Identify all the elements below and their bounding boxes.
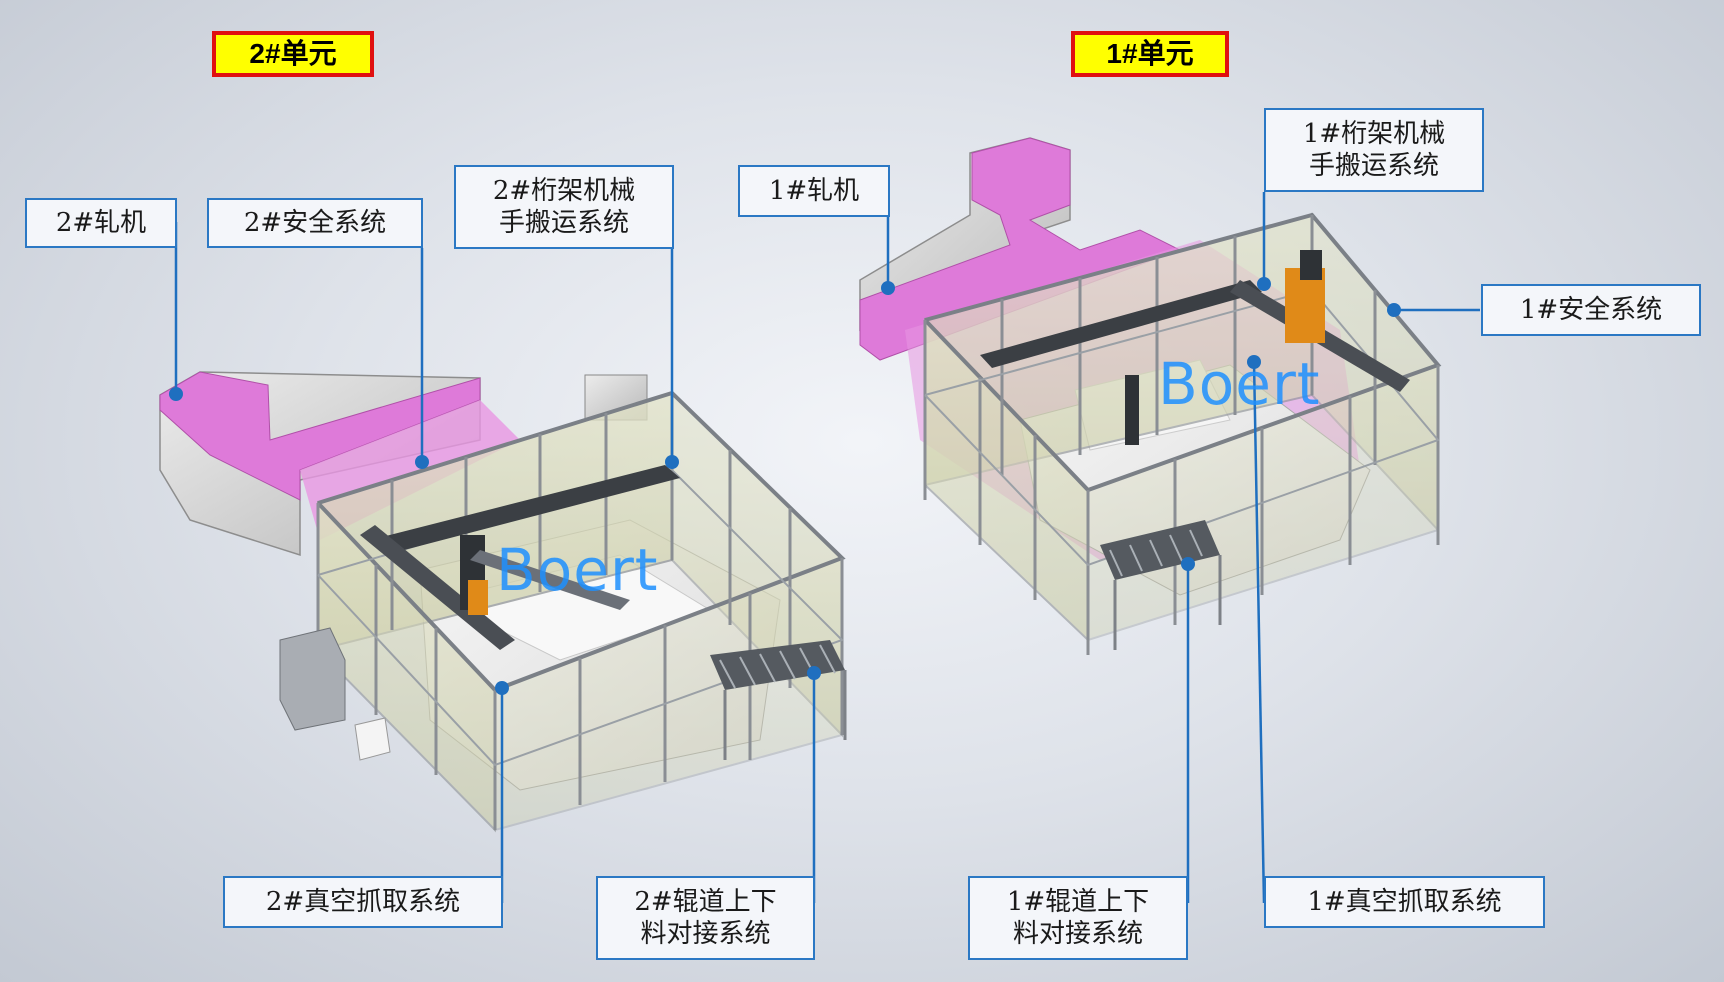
label-u1-safety-system-text: 1#安全系统 xyxy=(1519,295,1663,325)
label-u2-vacuum-pick-text: 2#真空抓取系统 xyxy=(265,887,461,917)
label-u2-roller-line1: 2#辊道上下 xyxy=(634,887,777,917)
label-u2-gantry-line2: 手搬运系统 xyxy=(498,208,629,238)
label-u1-rolling-mill-text: 1#轧机 xyxy=(768,176,860,206)
unit2-title: 2#单元 xyxy=(212,31,374,77)
unit1-gantry-robot xyxy=(980,250,1410,445)
label-u2-roller: 2#辊道上下 料对接系统 xyxy=(596,876,815,960)
unit2-gantry-robot xyxy=(360,465,680,650)
label-u1-rolling-mill: 1#轧机 xyxy=(738,165,890,217)
label-u2-gantry-line1: 2#桁架机械 xyxy=(492,176,636,206)
label-u2-safety-system-text: 2#安全系统 xyxy=(243,208,387,238)
label-u1-roller-line1: 1#辊道上下 xyxy=(1006,887,1150,917)
watermark-right: Boert xyxy=(1158,350,1321,418)
label-u2-safety-system: 2#安全系统 xyxy=(207,198,423,248)
leader-dots xyxy=(169,277,1401,695)
label-u1-gantry-line2: 手搬运系统 xyxy=(1308,151,1439,181)
label-u2-vacuum-pick: 2#真空抓取系统 xyxy=(223,876,503,928)
label-u2-rolling-mill: 2#轧机 xyxy=(25,198,177,248)
unit1-roller-table xyxy=(1100,520,1222,650)
label-u2-gantry: 2#桁架机械 手搬运系统 xyxy=(454,165,674,249)
label-u1-roller: 1#辊道上下 料对接系统 xyxy=(968,876,1188,960)
label-u1-safety-system: 1#安全系统 xyxy=(1481,284,1701,336)
unit2-roller-table xyxy=(710,640,847,760)
watermark-left: Boert xyxy=(496,536,659,604)
leader-lines xyxy=(174,192,1480,904)
label-u2-rolling-mill-text: 2#轧机 xyxy=(55,208,147,238)
unit2-control-cabinet xyxy=(279,627,391,761)
unit1-title: 1#单元 xyxy=(1071,31,1229,77)
unit1-safety-fence xyxy=(923,212,1442,655)
label-u1-vacuum-pick-text: 1#真空抓取系统 xyxy=(1307,887,1502,917)
leader-u1-vacuum xyxy=(1252,361,1266,904)
label-u1-vacuum-pick: 1#真空抓取系统 xyxy=(1264,876,1545,928)
label-u1-gantry: 1#桁架机械 手搬运系统 xyxy=(1264,108,1484,192)
label-u1-roller-line2: 料对接系统 xyxy=(1012,919,1143,949)
label-u2-roller-line2: 料对接系统 xyxy=(640,919,771,949)
label-u1-gantry-line1: 1#桁架机械 xyxy=(1302,119,1446,149)
